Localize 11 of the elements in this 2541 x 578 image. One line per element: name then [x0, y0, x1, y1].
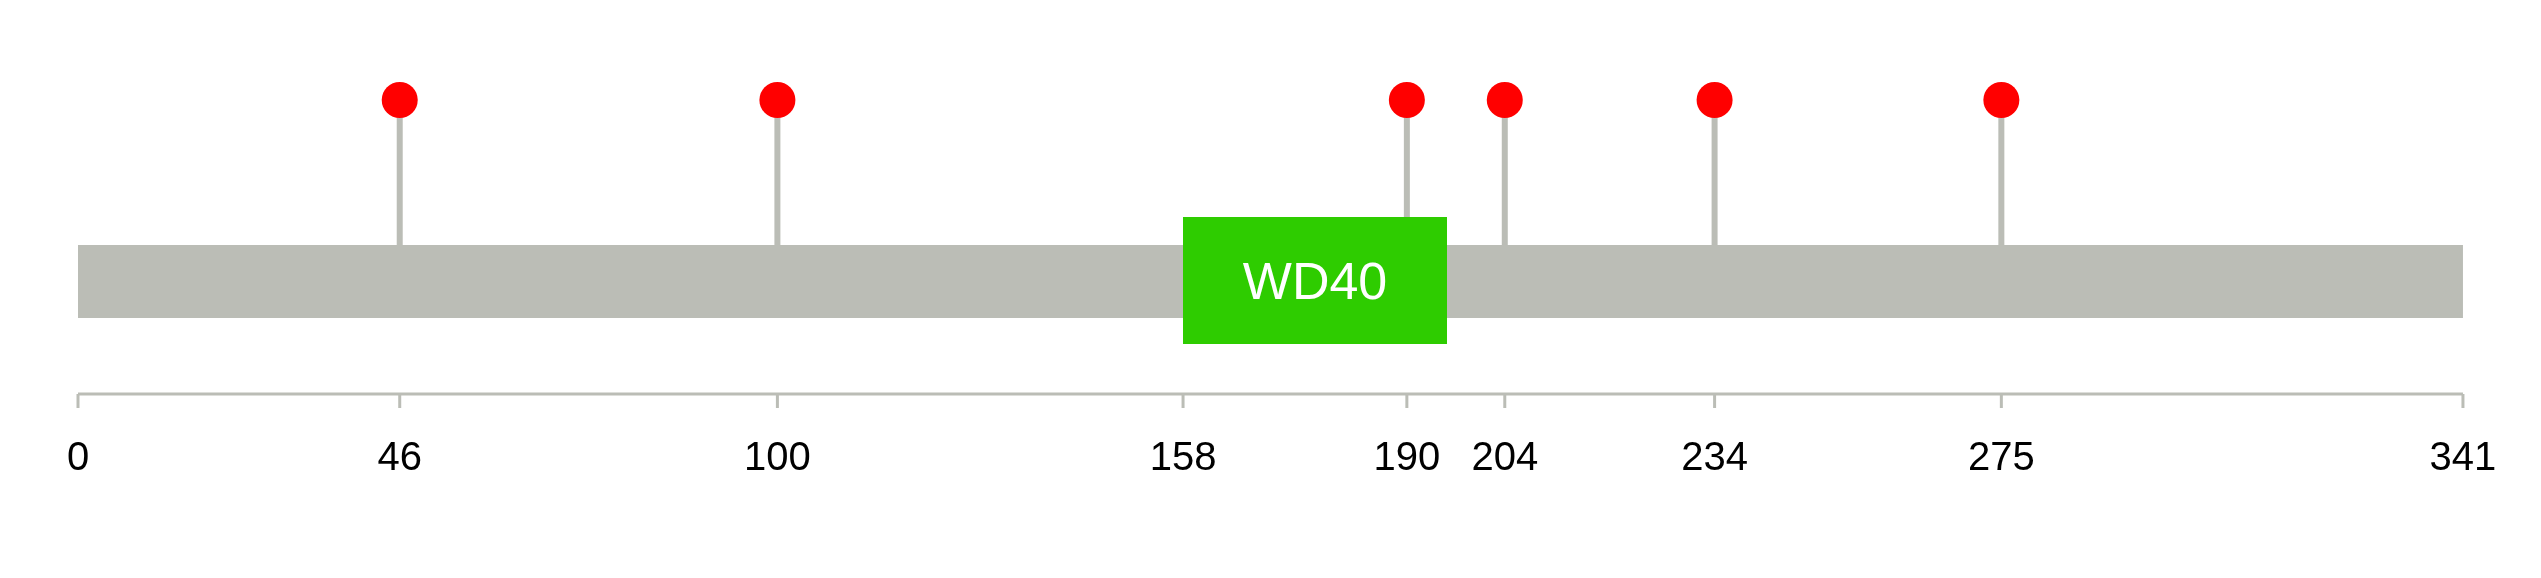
tick-label: 0	[66, 436, 90, 476]
tick-label: 158	[1149, 436, 1217, 476]
tick-label: 234	[1681, 436, 1748, 476]
tick-label: 190	[1373, 436, 1441, 476]
tick-label: 100	[744, 436, 811, 476]
tick-label: 275	[1967, 436, 2035, 476]
domain-box	[1183, 217, 1448, 344]
domain-name: WD40	[1242, 254, 1388, 307]
tick-label: 204	[1471, 436, 1539, 476]
tick-label: 46	[377, 436, 422, 476]
tick-label: 341	[2429, 436, 2497, 476]
